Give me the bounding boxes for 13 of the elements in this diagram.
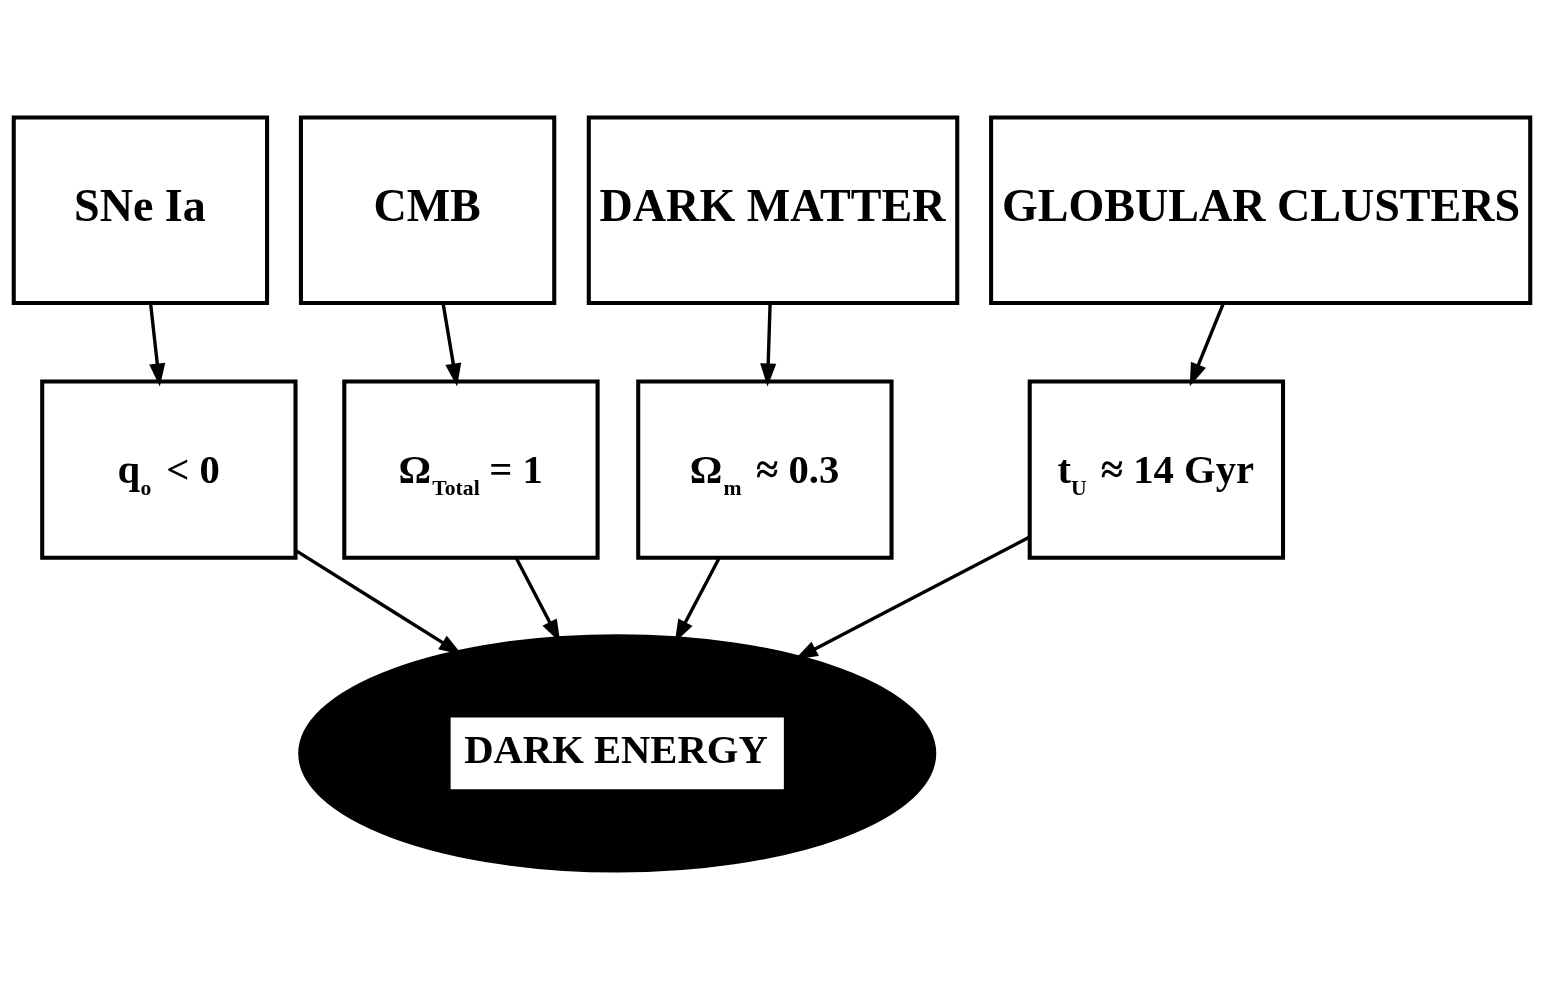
node-box: q$_{o}$ < 0 bbox=[40, 379, 298, 560]
node-box: Ω$_{Total}$ = 1 bbox=[342, 379, 600, 560]
node-box: Ω$_{m}$ ≈ 0.3 bbox=[636, 379, 894, 560]
arrow bbox=[441, 302, 462, 386]
node-box: t$_{U}$ ≈ 14 Gyr bbox=[1027, 379, 1286, 560]
arrow bbox=[294, 548, 462, 655]
node-box: SNe Ia bbox=[11, 114, 270, 305]
node-box: GLOBULAR CLUSTERS bbox=[989, 114, 1533, 305]
node-box: CMB bbox=[298, 114, 557, 305]
arrow bbox=[760, 302, 777, 387]
arrow bbox=[1189, 302, 1226, 386]
arrow bbox=[148, 302, 166, 387]
node-box: DARK MATTER bbox=[586, 114, 960, 305]
